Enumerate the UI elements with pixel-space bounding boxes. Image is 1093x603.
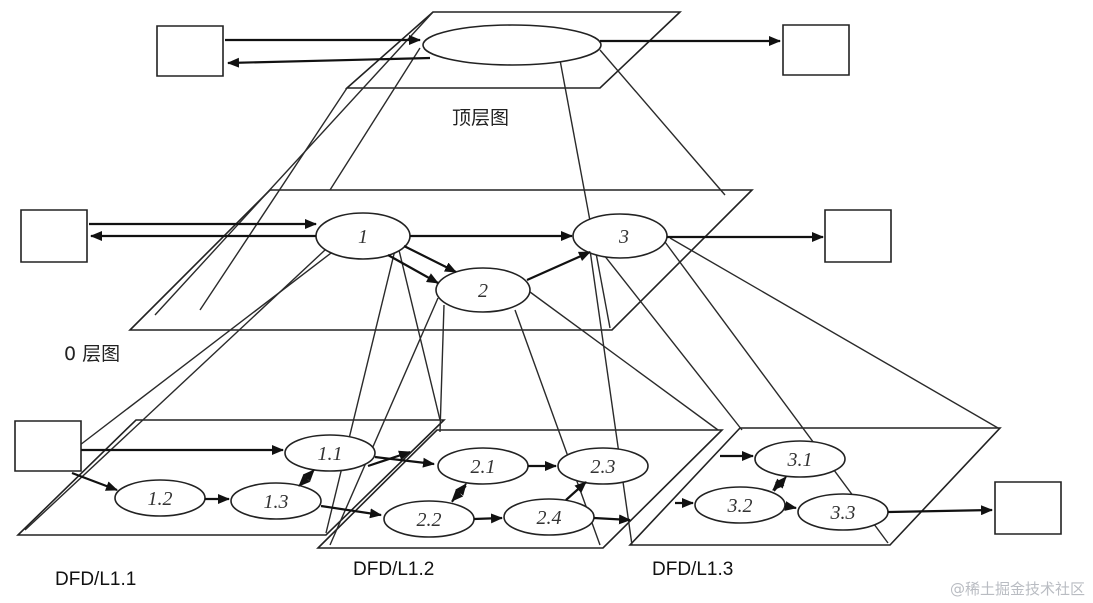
process-1-2-label: 1.2 [148,488,173,510]
top-return-flow [227,58,430,68]
top-level-process [423,25,601,65]
flow-source-to-1-2 [72,473,118,490]
level0-sink-entity [825,210,891,262]
flow-1-1-to-2-1 [375,457,435,468]
process-2 [436,268,530,312]
l11-source-entity [15,421,81,471]
flow-2-2-to-2-4 [474,513,503,524]
flow-1-to-2 [404,246,457,272]
flow-3-1-to-3-2 [772,478,785,491]
flow-1-to-2-b [388,255,439,283]
process-1-3-label: 1.3 [264,491,289,513]
process-3-1-label: 3.1 [787,449,813,471]
process-2-4 [504,499,594,535]
flow-2-4-to-2-3 [566,482,587,500]
process-1-label: 1 [358,226,368,248]
process-2-3 [558,448,648,484]
watermark: @稀土掘金技术社区 [950,580,1085,598]
flow-1-3-to-2-2 [321,506,382,519]
process-2-3-label: 2.3 [591,456,616,478]
flow-2-4-to-l13 [594,514,631,525]
l13-sink-entity [995,482,1061,534]
projection-lines [25,12,998,545]
process-3-label: 3 [618,226,629,248]
top-level-plane [347,12,680,88]
process-3-3-label: 3.3 [830,502,856,524]
flow-3-2-to-3-3 [784,501,797,511]
level-zero-plane [130,190,752,330]
flow-1-1-to-2-1-b [368,450,411,466]
dfd-l13-label: DFD/L1.3 [652,559,733,580]
dfd-l11-label: DFD/L1.1 [55,569,136,590]
process-2-1-label: 2.1 [471,456,496,478]
process-3-1 [755,441,845,477]
process-2-2-label: 2.2 [417,509,442,531]
flow-2-1-to-2-2 [451,486,466,502]
dfd-l11-plane [18,420,444,535]
flow-2-to-3 [527,252,591,280]
process-1-1 [285,435,375,471]
flow-1-1-to-1-3 [298,472,313,487]
dfd-l12-plane [318,430,722,548]
process-1-1-label: 1.1 [318,443,343,465]
flow-3-3-to-sink [888,505,993,516]
process-2-4-label: 2.4 [537,507,562,529]
top-level-label: 顶层图 [452,107,509,129]
top-sink-entity [783,25,849,75]
process-1-3 [231,483,321,519]
top-source-entity [157,26,223,76]
dfd-l12-label: DFD/L1.2 [353,559,434,580]
level-zero-label: 0 层图 [64,343,120,365]
process-3-2-label: 3.2 [727,495,753,517]
dfd-l13-plane [630,428,1000,545]
process-2-label: 2 [478,280,488,302]
level0-source-entity [21,210,87,262]
